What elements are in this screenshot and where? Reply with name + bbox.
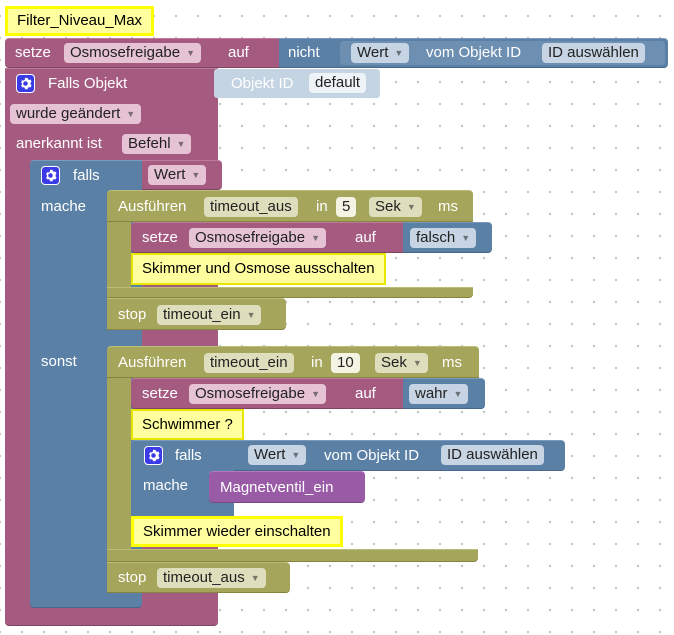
gear-icon[interactable] xyxy=(144,446,163,465)
chevron-down-icon: ▼ xyxy=(453,389,463,399)
chevron-down-icon: ▼ xyxy=(176,139,186,149)
stop-label: stop xyxy=(118,306,147,323)
chevron-down-icon: ▼ xyxy=(250,573,260,583)
if-label: falls xyxy=(175,447,202,464)
bool-dropdown[interactable]: falsch▼ xyxy=(410,228,477,248)
object-id-label: Objekt ID xyxy=(231,75,294,92)
timeout-label: Ausführen xyxy=(118,354,187,371)
timeout-unit-dropdown[interactable]: Sek▼ xyxy=(369,197,422,217)
condition-dropdown[interactable]: Wert▼ xyxy=(148,165,207,185)
object-id-label: vom Objekt ID xyxy=(324,447,420,464)
variable-dropdown[interactable]: Osmosefreigabe▼ xyxy=(189,228,326,248)
procedure-call-block[interactable] xyxy=(209,471,365,503)
property-dropdown[interactable]: Wert▼ xyxy=(351,43,410,63)
ms-label: ms xyxy=(442,354,462,371)
not-label: nicht xyxy=(288,44,320,61)
chevron-down-icon: ▼ xyxy=(126,109,136,119)
timeout-label: Ausführen xyxy=(118,198,187,215)
comment-block-2[interactable]: Schwimmer ? xyxy=(131,409,244,440)
timeout-block-2-footer xyxy=(107,549,478,562)
chevron-down-icon: ▼ xyxy=(186,48,195,58)
set-label: setze xyxy=(15,44,51,61)
ack-dropdown[interactable]: Befehl▼ xyxy=(122,134,192,154)
property-dropdown[interactable]: Wert▼ xyxy=(248,445,307,465)
set-label: setze xyxy=(142,385,178,402)
chevron-down-icon: ▼ xyxy=(191,170,201,180)
timeout-unit-dropdown[interactable]: Sek▼ xyxy=(375,353,428,373)
comment-block-3[interactable]: Skimmer wieder einschalten xyxy=(131,516,343,547)
stop-timeout-dropdown[interactable]: timeout_aus▼ xyxy=(157,568,266,588)
timeout-value[interactable]: 10 xyxy=(331,353,360,373)
timeout-block-1-footer xyxy=(107,287,473,298)
timeout-name[interactable]: timeout_aus xyxy=(204,197,298,217)
timeout-block-2-spine xyxy=(107,378,131,562)
timeout-block-1-spine xyxy=(107,222,131,298)
gear-icon[interactable] xyxy=(41,166,60,185)
chevron-down-icon: ▼ xyxy=(406,202,416,212)
timeout-value[interactable]: 5 xyxy=(336,197,357,217)
gear-icon[interactable] xyxy=(16,74,35,93)
variable-dropdown[interactable]: Osmosefreigabe▼ xyxy=(189,384,326,404)
bool-dropdown[interactable]: wahr▼ xyxy=(409,384,469,404)
in-label: in xyxy=(316,198,328,215)
procedure-name: Magnetventil_ein xyxy=(220,479,334,496)
variable-dropdown[interactable]: Osmosefreigabe▼ xyxy=(64,43,201,63)
object-id-label: vom Objekt ID xyxy=(426,44,522,61)
in-label: in xyxy=(311,354,323,371)
timeout-name[interactable]: timeout_ein xyxy=(204,353,294,373)
script-name-comment[interactable]: Filter_Niveau_Max xyxy=(5,6,155,36)
comment-block-1[interactable]: Skimmer und Osmose ausschalten xyxy=(131,253,386,285)
ms-label: ms xyxy=(438,198,458,215)
stop-label: stop xyxy=(118,569,147,586)
set-label: setze xyxy=(142,229,178,246)
auf-label: auf xyxy=(228,44,249,61)
trigger-header-label: Falls Objekt xyxy=(48,75,128,92)
chevron-down-icon: ▼ xyxy=(246,310,256,320)
object-id-field[interactable]: default xyxy=(309,73,367,93)
ack-label: anerkannt ist xyxy=(16,135,102,152)
stop-timeout-dropdown[interactable]: timeout_ein▼ xyxy=(157,305,262,325)
chevron-down-icon: ▼ xyxy=(311,389,320,399)
do-label: mache xyxy=(143,477,189,494)
do-label: mache xyxy=(41,198,87,215)
chevron-down-icon: ▼ xyxy=(291,450,301,460)
chevron-down-icon: ▼ xyxy=(394,48,404,58)
else-label: sonst xyxy=(41,353,77,370)
auf-label: auf xyxy=(355,229,376,246)
chevron-down-icon: ▼ xyxy=(412,358,422,368)
auf-label: auf xyxy=(355,385,376,402)
object-id-selector[interactable]: ID auswählen xyxy=(441,445,544,465)
chevron-down-icon: ▼ xyxy=(461,233,471,243)
if-label: falls xyxy=(73,167,100,184)
chevron-down-icon: ▼ xyxy=(311,233,320,243)
object-id-selector[interactable]: ID auswählen xyxy=(542,43,645,63)
change-dropdown[interactable]: wurde geändert▼ xyxy=(10,104,142,124)
